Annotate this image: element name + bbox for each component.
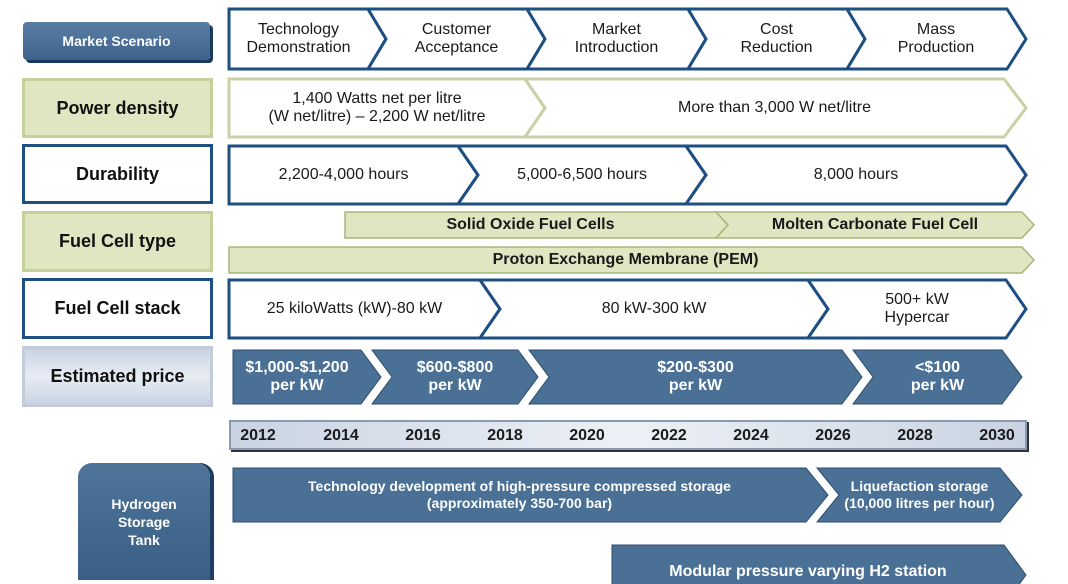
fuel-cell-stack-label: Fuel Cell stack [22, 278, 213, 339]
power-density-value-2: More than 3,000 W net/litre [678, 99, 871, 116]
sofc-label: Solid Oxide Fuel Cells [446, 216, 615, 233]
year-timeline: 2012 2014 2016 2018 2020 2022 2024 2026 … [229, 420, 1027, 450]
year-label: 2020 [569, 427, 605, 444]
year-label: 2014 [323, 427, 359, 444]
hydrogen-value-3: Modular pressure varying H2 station [669, 563, 947, 580]
pem-chevron [228, 246, 1036, 274]
stage-label-4: Cost Reduction [740, 21, 813, 56]
power-density-value-1: 1,400 Watts net per litre (W net/litre) … [268, 90, 486, 125]
price-value-2: $600-$800 per kW [416, 359, 494, 394]
price-chevron-2 [371, 349, 539, 405]
durability-label: Durability [22, 144, 213, 204]
stack-chevron-3 [805, 278, 1028, 340]
stage-label-5: Mass Production [897, 21, 975, 56]
hydrogen-chevron-2 [815, 467, 1023, 523]
price-chevron-4 [852, 349, 1023, 405]
durability-value-2: 5,000-6,500 hours [517, 166, 647, 183]
power-density-chevron-2 [522, 77, 1028, 139]
hydrogen-chevron-3 [611, 544, 1027, 584]
year-label: 2028 [897, 427, 933, 444]
market-scenario-label: Market Scenario [23, 22, 210, 60]
year-label: 2030 [979, 427, 1015, 444]
year-label: 2024 [733, 427, 769, 444]
price-value-1: $1,000-$1,200 per kW [245, 359, 349, 394]
stage-label-1: Technology Demonstration [246, 21, 351, 56]
stack-value-2: 80 kW-300 kW [601, 300, 707, 317]
stack-value-3: 500+ kW Hypercar [884, 291, 950, 326]
stage-label-2: Customer Acceptance [414, 21, 499, 56]
year-label: 2012 [240, 427, 276, 444]
stage-label-3: Market Introduction [574, 21, 659, 56]
price-chevron-3 [528, 349, 863, 405]
hydrogen-chevron-1 [232, 467, 829, 523]
hydrogen-value-1: Technology development of high-pressure … [308, 478, 731, 511]
power-density-label: Power density [22, 78, 213, 138]
estimated-price-label: Estimated price [22, 346, 213, 407]
year-label: 2018 [487, 427, 523, 444]
year-label: 2016 [405, 427, 441, 444]
price-chevron-1 [232, 349, 382, 405]
durability-value-1: 2,200-4,000 hours [278, 166, 409, 183]
pem-label: Proton Exchange Membrane (PEM) [492, 251, 759, 268]
year-label: 2026 [815, 427, 851, 444]
mcfc-chevron [714, 211, 1036, 239]
durability-chevron-3 [683, 144, 1028, 206]
hydrogen-value-2: Liquefaction storage (10,000 litres per … [844, 478, 995, 511]
stage-chevron-5 [844, 7, 1028, 71]
hydrogen-storage-tank-label: Hydrogen Storage Tank [78, 463, 210, 580]
durability-value-3: 8,000 hours [813, 166, 899, 183]
mcfc-label: Molten Carbonate Fuel Cell [771, 216, 979, 233]
price-value-3: $200-$300 per kW [657, 359, 734, 394]
price-value-4: <$100 per kW [910, 359, 965, 394]
fuel-cell-type-label: Fuel Cell type [22, 211, 213, 272]
year-label: 2022 [651, 427, 687, 444]
stack-value-1: 25 kiloWatts (kW)-80 kW [266, 300, 443, 317]
